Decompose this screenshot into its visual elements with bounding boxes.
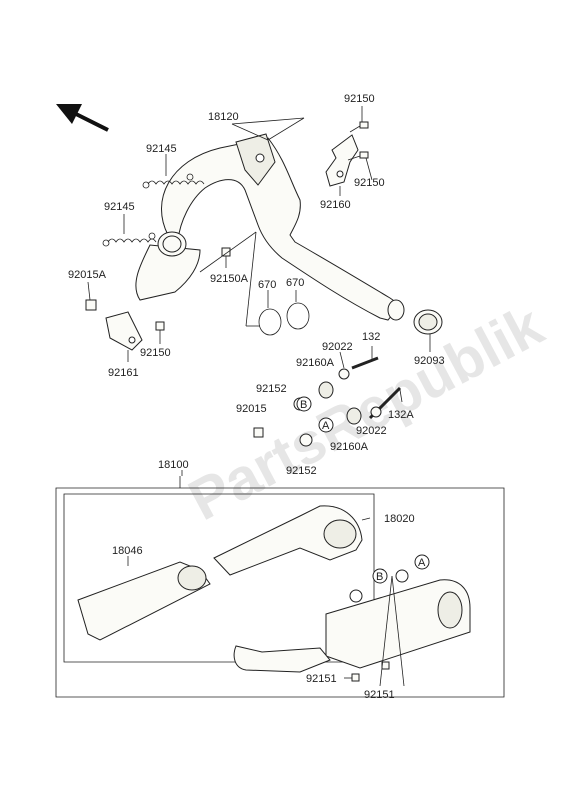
label-92150-top: 92150 xyxy=(344,93,375,105)
washer-92022-a xyxy=(338,368,350,380)
bolt-92151-a xyxy=(351,673,360,682)
bolt-92150A xyxy=(221,247,231,257)
label-92150-mid: 92150 xyxy=(354,177,385,189)
label-92160: 92160 xyxy=(320,199,351,211)
label-670-a: 670 xyxy=(258,279,276,291)
label-18046: 18046 xyxy=(112,545,143,557)
leader-lines xyxy=(87,106,431,687)
label-92150-left: 92150 xyxy=(140,347,171,359)
bolt-92150-mid xyxy=(347,151,369,161)
bracket-92160 xyxy=(325,134,359,187)
label-18020: 18020 xyxy=(384,513,415,525)
bolt-92150-left xyxy=(155,321,165,331)
svg-text:A: A xyxy=(418,557,426,569)
watermark: PartsRepublik xyxy=(178,292,554,533)
front-direction-arrow-icon xyxy=(56,104,109,132)
label-92022-b: 92022 xyxy=(356,425,387,437)
label-132: 132 xyxy=(362,331,380,343)
o-ring-670-a xyxy=(258,308,282,336)
silencer-body xyxy=(233,569,471,673)
joint-92093 xyxy=(413,309,443,335)
label-18100: 18100 xyxy=(158,459,189,471)
label-92160A-b: 92160A xyxy=(330,441,369,453)
label-92151-b: 92151 xyxy=(364,689,395,701)
label-92152-a: 92152 xyxy=(256,383,287,395)
damper-92160A-a xyxy=(318,381,334,399)
svg-text:B: B xyxy=(300,399,307,411)
label-92150A: 92150A xyxy=(210,273,249,285)
muffler-packing-18046 xyxy=(77,561,211,641)
damper-92160A-b xyxy=(346,407,362,425)
label-92145-b: 92145 xyxy=(104,201,135,213)
label-92022-a: 92022 xyxy=(322,341,353,353)
svg-text:A: A xyxy=(322,420,330,432)
spring-92145-upper xyxy=(142,173,205,189)
bolt-92150-top xyxy=(349,121,369,133)
label-92161: 92161 xyxy=(108,367,139,379)
label-92015: 92015 xyxy=(236,403,267,415)
label-92015A: 92015A xyxy=(68,269,107,281)
washer-92022-b xyxy=(370,406,382,418)
callout-a-upper: A xyxy=(318,417,334,433)
exhaust-pipe xyxy=(135,133,405,321)
o-ring-670-b xyxy=(286,302,310,330)
spring-92145-lower xyxy=(102,232,157,247)
callout-a-lower: A xyxy=(414,554,430,570)
label-92151-a: 92151 xyxy=(306,673,337,685)
end-cap-18020 xyxy=(213,505,363,576)
nut-92015 xyxy=(253,427,264,438)
label-92093: 92093 xyxy=(414,355,445,367)
callout-b-upper: B xyxy=(296,396,312,412)
label-132A: 132A xyxy=(388,409,414,421)
assembly-box-18100 xyxy=(55,487,505,698)
bolt-92151-b xyxy=(381,661,390,670)
label-18120: 18120 xyxy=(208,111,239,123)
callout-b-lower: B xyxy=(372,568,388,584)
label-92160A-a: 92160A xyxy=(296,357,335,369)
svg-text:B: B xyxy=(376,571,383,583)
nut-92015A xyxy=(85,299,97,311)
label-670-b: 670 xyxy=(286,277,304,289)
label-92152-b: 92152 xyxy=(286,465,317,477)
collar-92152-b xyxy=(299,433,313,447)
bolt-132 xyxy=(351,356,379,370)
bracket-92161 xyxy=(105,311,143,351)
label-92145-a: 92145 xyxy=(146,143,177,155)
